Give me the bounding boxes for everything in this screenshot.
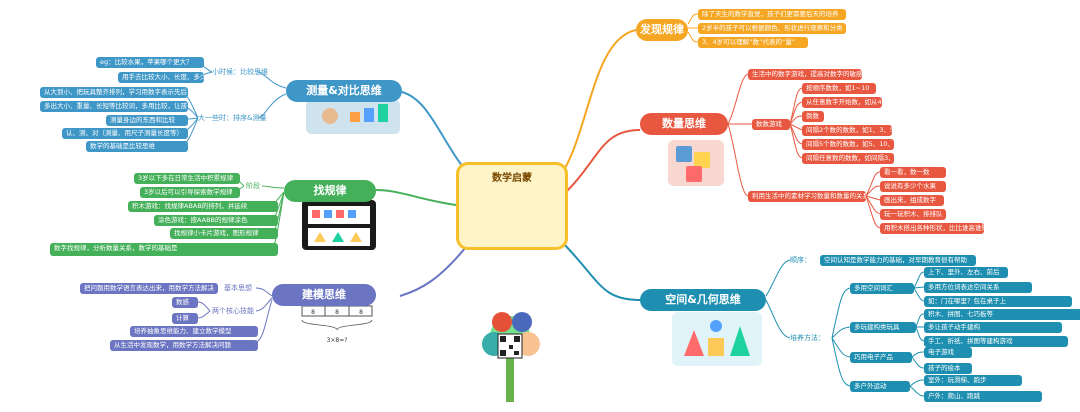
number-g2-item-1: 看一看，数一数 — [880, 167, 946, 178]
model-g2-item-2: 计算 — [172, 313, 198, 324]
regular-item-3: 找规律小卡片游戏，图形规律 — [170, 228, 278, 239]
space-g2c-item-1: 电子游戏 — [924, 347, 972, 358]
connector-compare-g2 — [257, 93, 287, 119]
pattern-item-1: 除了天生的数学直觉，孩子们更需要后天的培养 — [698, 9, 846, 20]
compare-g1-item-1: eg：比较水果，苹果哪个更大？ — [96, 57, 204, 68]
space-g2b-label: 多玩建构类玩具 — [850, 322, 916, 333]
regular-item-1: 积木游戏：找规律ABAB的排列，并延续 — [128, 201, 278, 212]
model-g2-item-1: 数感 — [172, 297, 198, 308]
center-node[interactable]: 数学启蒙 — [456, 162, 568, 250]
connector-space-g2-subs — [831, 287, 851, 387]
space-g2a-item-3: 如：门在哪里？包在桌子上 — [924, 296, 1072, 307]
regular-item-2: 涂色游戏：按AABB的规律涂色 — [154, 215, 278, 226]
connector-space-g2 — [765, 299, 791, 339]
regular-g1-item-2: 3岁以后可以引导探索数学规律 — [140, 187, 240, 198]
connector-number-g1-items — [789, 87, 803, 159]
compare-g1-item-2: 用手去比较大小、长度、多少 — [118, 72, 204, 83]
space-g2b-item-2: 多让孩子动手建构 — [924, 322, 1062, 333]
connector-space-leafs — [909, 271, 925, 397]
connector-compare-g2-items — [179, 91, 199, 147]
connector-pattern-1 — [687, 13, 699, 25]
number-g2-item-3: 画出来，组成数字 — [880, 195, 944, 206]
space-g2a-label: 多用空间词汇 — [850, 283, 914, 294]
number-group2-label: 利用生活中的素材学习数量和数量的关系 — [748, 191, 866, 202]
number-g1-item-5: 间隔5个数的数数，如5、10、15…… — [802, 139, 894, 150]
compare-g2-item-3: 测量身边的东西和比较 — [106, 115, 188, 126]
connector-regular-g1 — [261, 185, 285, 189]
center-title: 数学启蒙 — [492, 173, 532, 184]
space-g2c-label: 巧用电子产品 — [850, 352, 912, 363]
number-g2-item-2: 说说有多少个水果 — [880, 181, 946, 192]
connector-number-g2 — [727, 123, 749, 197]
space-g2a-item-1: 上下、里外、左右、前后 — [924, 267, 1008, 278]
connector-regular — [375, 189, 457, 206]
space-g2b-item-1: 积木、拼图、七巧板等 — [924, 309, 1080, 320]
number-g2-item-5: 用积木搭出各种形状，比比谁高谁矮 — [880, 223, 984, 234]
qr-code-tree-icon — [482, 312, 540, 402]
number-lead: 生活中的数字游戏，提高对数字的敏感度 — [748, 69, 862, 80]
pattern-item-3: 3、4岁可以理解“数”代表的“量” — [698, 37, 808, 48]
connector-number-lead — [727, 73, 749, 125]
regular-item-4: 数字找规律，分析数量关系，数学的基础是 — [50, 243, 278, 256]
model-g3-item-2: 从生活中发现数学，用数学方法解决问题 — [110, 340, 258, 351]
space-g1-item: 空间认知是数学能力的基础，对早期教育很有帮助 — [820, 255, 976, 266]
model-group2-label: 两个核心技能 — [212, 307, 254, 315]
compare-g2-item-2: 多出大小、重量、长短等比较词，多用比较，让孩子体验“多” — [40, 101, 188, 112]
branch-space-header[interactable]: 空间&几何思维 — [640, 289, 766, 311]
model-equation: 3×8=? — [327, 337, 348, 344]
connector-space — [559, 239, 641, 301]
number-g1-item-6: 间隔任意数的数数，如间隔3、间隔7 — [802, 153, 894, 164]
connector-model-g3 — [255, 299, 273, 343]
space-g2c-item-2: 孩子的绘本 — [924, 363, 972, 374]
connector-number — [561, 129, 641, 197]
pattern-item-2: 2岁半的孩子可以根据颜色、形状进行观察和分类 — [698, 23, 846, 34]
connector-model-g1 — [255, 287, 273, 297]
number-g1-item-3: 倒数 — [802, 111, 824, 122]
connector-number-g2-items — [865, 171, 881, 229]
connector-model-g2 — [255, 297, 273, 312]
number-g1-item-1: 按顺序数数，如1~10 — [802, 83, 876, 94]
connector-compare-g1 — [257, 71, 287, 89]
connector-space-g1 — [765, 259, 791, 297]
compare-group1-label: 小时候：比较思维 — [212, 68, 268, 76]
branch-compare-header[interactable]: 测量&对比思维 — [286, 80, 402, 102]
branch-model-header[interactable]: 建模思维 — [272, 284, 376, 306]
space-g2a-item-2: 多用方位词表达空间关系 — [924, 282, 1032, 293]
connector-pattern-3 — [687, 31, 699, 43]
model-g3-item-1: 培养抽象思维能力、建立数学模型 — [130, 326, 258, 337]
number-g2-item-4: 玩一玩积木、排排队 — [880, 209, 946, 220]
model-group1-label: 基本思想 — [224, 284, 252, 292]
space-group2-label: 培养方法： — [790, 334, 825, 342]
space-group1-label: 顺序： — [790, 256, 811, 264]
number-g1-item-2: 从任意数字开始数，如从4开始 — [802, 97, 882, 108]
space-g2d-item-1: 室外：玩滑梯、跑步 — [924, 375, 1022, 386]
compare-g2-item-1: 从大到小、把玩具整齐排列，学习用数字表示先后 — [40, 87, 188, 98]
regular-g1-item-1: 3岁以下多在日常生活中积累规律 — [134, 173, 240, 184]
number-g1-item-4: 间隔2个数的数数，如1、3、5…… — [802, 125, 892, 136]
number-group1-label: 数数游戏 — [752, 119, 790, 130]
branch-number-header[interactable]: 数量思维 — [640, 113, 728, 135]
space-g2d-label: 多户外运动 — [850, 381, 910, 392]
model-g1-item: 把问题用数学语言表达出来，用数学方法解决 — [80, 283, 218, 294]
model-box-1: 8 — [311, 309, 315, 316]
compare-g2-item-4: 认、测、对（测量、用尺子测量长度等） — [62, 128, 188, 139]
compare-g2-item-5: 数学的基础是比较思维 — [86, 141, 188, 152]
connector-model-g2-items — [197, 301, 211, 319]
compare-group2-label: 大一些时：排序&测量 — [198, 114, 267, 122]
connector-model — [399, 241, 471, 297]
regular-group1-label: 阶段 — [246, 182, 260, 190]
connector-pattern — [555, 29, 637, 183]
connector-compare — [401, 91, 471, 177]
space-g2b-item-3: 手工、折纸、拼图等建构游戏 — [924, 336, 1068, 347]
branch-pattern-header[interactable]: 发现规律 — [636, 19, 688, 41]
space-g2d-item-2: 户外：爬山、跑跳 — [924, 391, 1042, 402]
branch-regular-header[interactable]: 找规律 — [284, 180, 376, 202]
model-box-2: 8 — [335, 309, 339, 316]
model-box-3: 8 — [359, 309, 363, 316]
